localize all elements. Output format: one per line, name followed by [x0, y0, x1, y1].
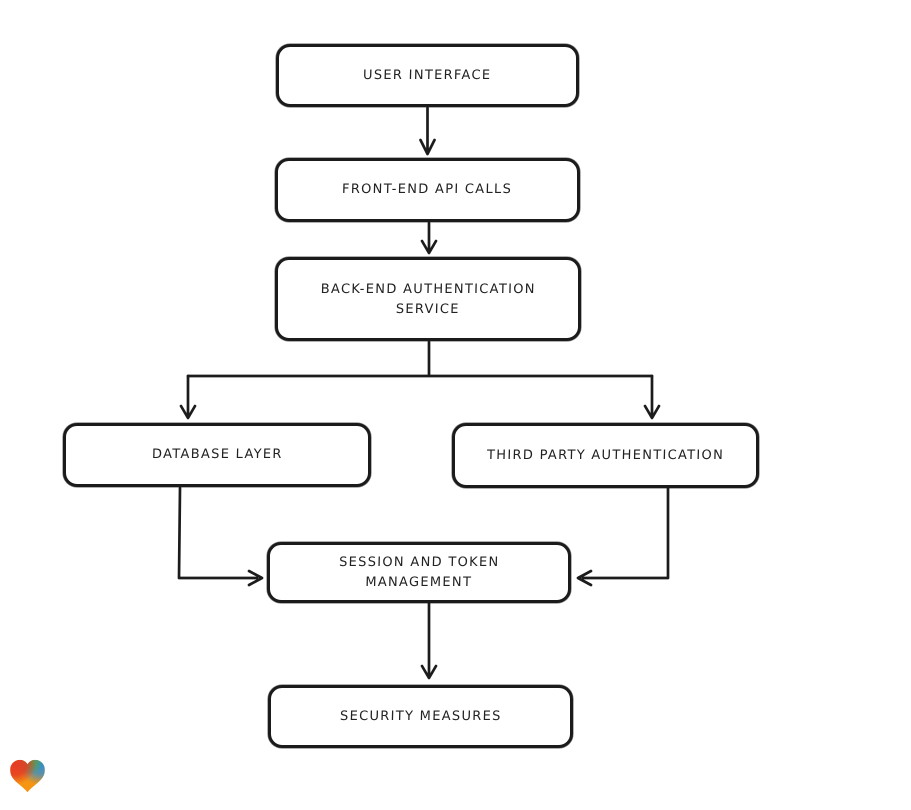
node-security-measures[interactable]: SECURITY MEASURES	[268, 685, 573, 748]
node-front-end-api-calls[interactable]: FRONT-END API CALLS	[275, 158, 580, 222]
node-database-layer[interactable]: DATABASE LAYER	[63, 423, 371, 487]
node-label: SESSION AND TOKEN MANAGEMENT	[338, 555, 500, 590]
edge-backend-to-database	[179, 374, 197, 420]
edge-backend-branch-stem	[186, 340, 654, 378]
node-label: DATABASE LAYER	[151, 447, 283, 463]
edge-thirdparty-to-session	[576, 486, 670, 587]
node-back-end-authentication-service[interactable]: BACK-END AUTHENTICATION SERVICE	[275, 257, 581, 341]
edge-frontend-to-backend	[420, 221, 438, 255]
edge-ui-to-frontend	[419, 106, 436, 156]
node-third-party-authentication[interactable]: THIRD PARTY AUTHENTICATION	[452, 423, 759, 488]
node-label: FRONT-END API CALLS	[342, 182, 513, 198]
gradient-heart-logo[interactable]	[9, 758, 46, 794]
edge-backend-to-thirdparty	[643, 374, 661, 420]
node-label: BACK-END AUTHENTICATION SERVICE	[320, 281, 536, 317]
node-label: THIRD PARTY AUTHENTICATION	[486, 447, 725, 463]
node-user-interface[interactable]: USER INTERFACE	[276, 44, 579, 107]
node-label: USER INTERFACE	[363, 67, 492, 83]
edge-session-to-security	[420, 601, 438, 680]
node-session-and-token-management[interactable]: SESSION AND TOKEN MANAGEMENT	[267, 542, 571, 603]
heart-icon	[10, 759, 45, 793]
node-label: SECURITY MEASURES	[339, 708, 502, 724]
edge-database-to-session	[177, 486, 264, 587]
